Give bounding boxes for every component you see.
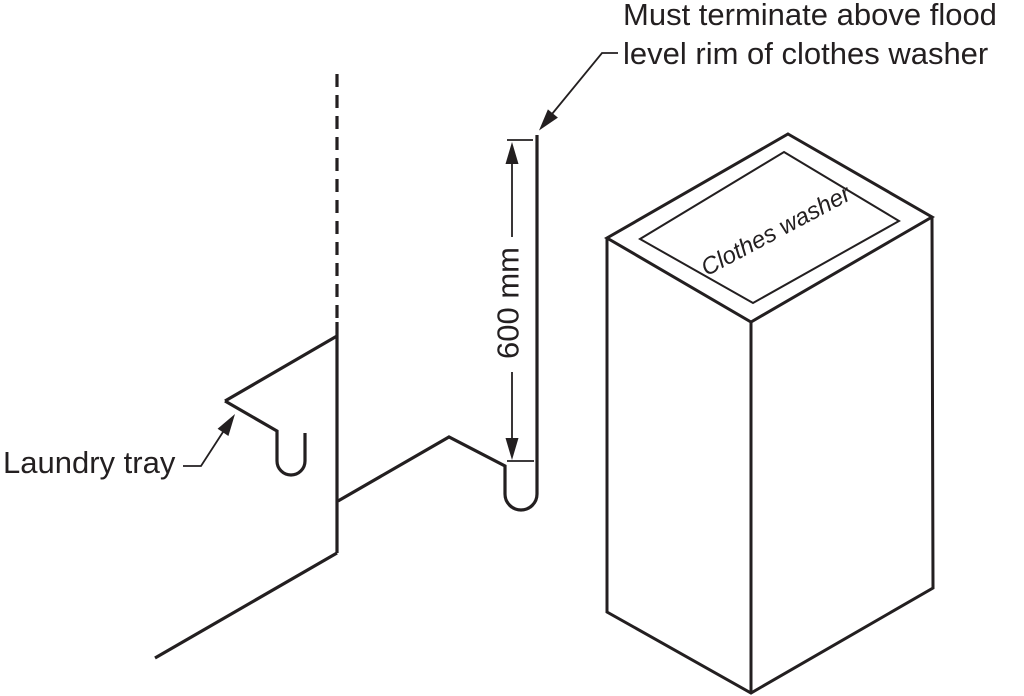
standpipe-note-line2: level rim of clothes washer (623, 36, 988, 71)
laundry-tray-top-edge (224, 334, 338, 403)
washer-top-face-inset (638, 150, 901, 305)
standpipe-note-arrowhead-icon (539, 109, 558, 131)
dimension-label: 600 mm (491, 247, 526, 359)
standpipe-note-line1: Must terminate above flood (623, 0, 997, 32)
laundry-tray-trap (224, 399, 307, 477)
washer-label: Clothes washer (697, 180, 857, 282)
clothes-washer-box: Clothes washer (604, 132, 935, 695)
floor-line (154, 551, 338, 660)
standpipe-note-leader-line (542, 52, 618, 126)
laundry-tray-leader-line (183, 431, 224, 467)
washer-outer-edges (605, 216, 935, 695)
dimension-arrow-up-icon (505, 142, 519, 164)
dimension-arrow-down-icon (505, 438, 519, 460)
laundry-tray-arrowhead-icon (217, 414, 235, 436)
standpipe-and-trap (337, 135, 539, 512)
laundry-tray-label: Laundry tray (3, 445, 176, 480)
